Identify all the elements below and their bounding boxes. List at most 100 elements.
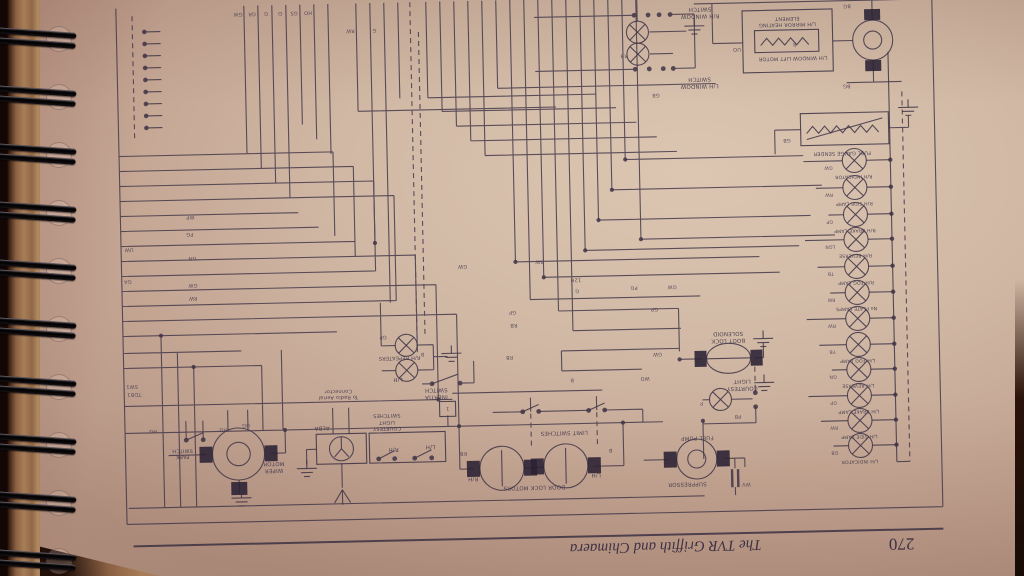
junction-dot bbox=[191, 364, 196, 370]
resistor-element bbox=[806, 124, 880, 135]
component-box bbox=[741, 8, 834, 74]
wire-code-label: RB bbox=[620, 52, 628, 59]
wire-code-label: RB bbox=[510, 321, 518, 329]
wire-code-label: 12H bbox=[570, 276, 582, 283]
wire-code-label: GW bbox=[824, 164, 833, 170]
spiral-binding bbox=[0, 0, 120, 576]
component-label: L/H bbox=[591, 471, 601, 478]
wire-code-label: YB bbox=[829, 348, 836, 354]
wires-mid-horizontals bbox=[358, 82, 835, 394]
contact-dot bbox=[656, 12, 662, 18]
lamp-symbol bbox=[398, 337, 415, 354]
component-label: R/H bbox=[388, 445, 399, 453]
lamp-bus-stub bbox=[866, 159, 891, 161]
lamp-symbol bbox=[851, 436, 870, 455]
spiral-coil-wire bbox=[0, 384, 76, 397]
wire-code-label: RW bbox=[824, 191, 834, 197]
wire-code-label: RW bbox=[535, 258, 544, 265]
lamp-symbol bbox=[395, 358, 419, 382]
component-label: R/H WINDOW SWITCH bbox=[680, 5, 720, 20]
component-label: COURTESY LIGHT bbox=[726, 377, 758, 392]
wiper-motor-pad bbox=[199, 446, 213, 463]
antenna-icon bbox=[334, 489, 343, 504]
lamp-bus-stub bbox=[867, 213, 892, 215]
junction-dot bbox=[609, 187, 614, 192]
lamp-bus-stub bbox=[871, 394, 896, 396]
contact-dot bbox=[631, 12, 637, 18]
lamp-symbol bbox=[629, 23, 646, 41]
spiral-coil-wire bbox=[0, 210, 76, 223]
lamp-label: R/H REVERSE bbox=[838, 252, 872, 258]
component-box bbox=[368, 430, 447, 464]
junction-dot bbox=[456, 424, 462, 429]
wire-code-label: TB bbox=[827, 270, 834, 276]
wire-code-label: GA bbox=[123, 278, 132, 285]
component-box bbox=[753, 28, 820, 54]
lamp-bus-stub bbox=[869, 291, 894, 293]
lamp-bus-stub bbox=[870, 343, 895, 345]
window-lift-motor-pad bbox=[865, 59, 882, 72]
lamp-symbol bbox=[394, 333, 418, 357]
component-label: L/H bbox=[425, 443, 436, 450]
diagram-border bbox=[115, 0, 944, 526]
page-number: 270 bbox=[888, 534, 915, 554]
contact-dot bbox=[429, 455, 435, 461]
switch-blade bbox=[588, 402, 605, 411]
wire-code-label: G bbox=[372, 26, 377, 33]
switch-blade bbox=[431, 373, 459, 385]
lamp-symbol bbox=[849, 309, 867, 328]
door-lock-motor-pad bbox=[587, 457, 602, 474]
wire-code-label: PG bbox=[186, 230, 194, 238]
lamp-symbol bbox=[398, 362, 415, 379]
contact-dot bbox=[753, 404, 759, 410]
wire-code-label: GW bbox=[667, 283, 677, 290]
wires-top-right bbox=[534, 0, 930, 155]
lamp-feed-stub bbox=[819, 344, 847, 346]
lamp-feed-stub bbox=[803, 160, 843, 163]
door-lock-motor-pad bbox=[530, 458, 545, 475]
wire-code-label: WV bbox=[741, 480, 751, 488]
wire-code-label: B bbox=[608, 446, 613, 453]
contact-dot bbox=[752, 390, 758, 396]
wire-code-label: TDB1 bbox=[127, 391, 142, 398]
component-box bbox=[799, 111, 890, 147]
lamp-label: L/H SIDE LAMP bbox=[841, 432, 878, 439]
junction-dot bbox=[372, 240, 378, 246]
wire-code-label: GP bbox=[830, 399, 837, 405]
wire-code-label: RG bbox=[219, 426, 227, 433]
lamp-symbol bbox=[850, 386, 869, 405]
wire-code-label: HG bbox=[148, 427, 158, 434]
wire-code-label: UG bbox=[241, 421, 250, 428]
wire-code-label: RW bbox=[827, 322, 836, 328]
wire-code-label: GS bbox=[290, 9, 298, 16]
junction-dot bbox=[583, 248, 588, 253]
component-label: L/H WINDOW SWITCH bbox=[680, 75, 719, 90]
lamp-feed-stub bbox=[820, 420, 848, 422]
door-lock-motor-pad bbox=[466, 460, 481, 478]
window-lift-motor-pad bbox=[864, 8, 881, 21]
wire-code-label: RB bbox=[505, 353, 514, 361]
wire-code-label: UW bbox=[124, 246, 134, 253]
wire-code-label: B bbox=[792, 40, 797, 47]
junction-dot bbox=[436, 397, 441, 402]
lamp-label: L/H REVERSE bbox=[841, 381, 875, 388]
wire-code-label: GB bbox=[782, 136, 791, 144]
wire-code-label: GB bbox=[831, 449, 839, 455]
wire-code-label: WP bbox=[186, 213, 195, 221]
wire-code-label: RW bbox=[345, 27, 355, 34]
lamp-symbol bbox=[845, 151, 863, 170]
lamp-symbol bbox=[850, 360, 868, 379]
wire-code-label: GW bbox=[457, 262, 468, 270]
component-label: FUEL PUMP bbox=[680, 434, 714, 441]
lamp-feed-stub bbox=[805, 239, 845, 242]
wire-code-label: GR bbox=[248, 10, 256, 17]
amplifier-symbol bbox=[334, 448, 342, 458]
contact-dot bbox=[632, 66, 638, 72]
fuel-pump-pad bbox=[663, 451, 677, 468]
lamp-bus-stub bbox=[871, 419, 896, 421]
component-label: R/H bbox=[467, 475, 479, 482]
lamp-bus-stub bbox=[869, 317, 894, 319]
wire-code-label: LGN bbox=[825, 243, 836, 249]
